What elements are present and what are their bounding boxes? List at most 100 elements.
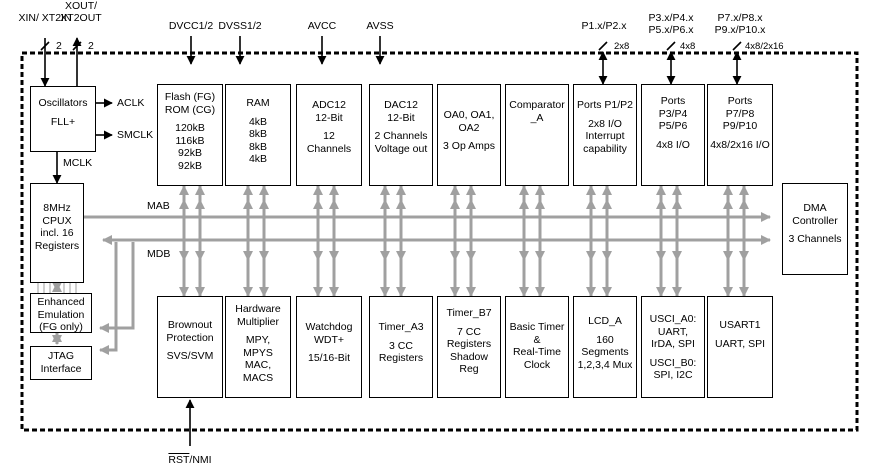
p7-label: P7.x/P8.x P9.x/P10.x (715, 12, 766, 36)
cpu-block-text: Registers (34, 239, 80, 252)
p3-label-line: P3.x/P4.x (648, 12, 694, 24)
ports-p1-p2-block-text: Ports P1/P2 (576, 99, 634, 111)
xout-label: XOUT/ XT2OUT (60, 0, 101, 24)
usci-block-text: USCI_A0: (649, 313, 697, 325)
cpu-block-text: 8MHz (43, 202, 71, 214)
watchdog-block-text: WDT+ (313, 333, 345, 346)
xout-width: 2 (88, 40, 94, 52)
op-amps-block-text: OA2 (458, 121, 480, 134)
ram-block-text: 4kB (248, 153, 268, 165)
brownout-block-text: SVS/SVM (166, 350, 214, 362)
basic-timer-block-text: Clock (523, 358, 551, 371)
dac12-block-text: Voltage out (374, 142, 428, 155)
usci-block-text: SPI, I2C (653, 369, 693, 381)
xin-label-line: XIN/ (18, 12, 39, 24)
ports-p7-p10-block-text: Ports (727, 95, 753, 107)
flash-block-text: Flash (FG) (164, 91, 216, 103)
ports-p3-p6-block-text: P5/P6 (658, 120, 688, 132)
multiplier-block-text: Multiplier (236, 315, 279, 328)
flash-block-text: 120kB (175, 122, 205, 134)
p1-label: P1.x/P2.x (581, 20, 627, 32)
multiplier-block-text: MPY, (245, 334, 271, 346)
emulation-block-text: (FG only) (39, 321, 83, 333)
oscillators-block-text: FLL+ (50, 115, 76, 128)
xin-label: XIN/ XT2IN (18, 12, 71, 24)
ports-p7-p10-block-text: P9/P10 (722, 120, 758, 132)
adc12-block-text: Channels (306, 142, 352, 155)
timer-b7-block-text: 7 CC (457, 325, 481, 338)
op-amps-block-text: 3 Op Amps (443, 140, 495, 152)
adc12-block-text: 12-Bit (315, 111, 343, 124)
timer-a3-block-text: 3 CC (389, 339, 413, 352)
multiplier-block-text: MACS (242, 371, 274, 384)
smclk-label: SMCLK (117, 129, 154, 141)
timer-a3-block-text: Registers (378, 352, 424, 364)
multiplier-block-text: Hardware (235, 303, 281, 315)
ports-p1-p2-block-text: capability (583, 142, 627, 155)
p7-label-line: P7.x/P8.x (717, 12, 763, 24)
ports-p1-p2-block-text: 2x8 I/O (588, 117, 622, 130)
comparator-block-text: Comparator (509, 99, 565, 111)
mclk-label: MCLK (63, 157, 93, 169)
p7-width: 4x8/2x16 (745, 41, 784, 52)
rst-nmi-label: RST/NMI (168, 454, 211, 466)
emulation-connector (37, 283, 77, 293)
watchdog-block-text: Watchdog (305, 321, 353, 333)
basic-timer-block-text: Real-Time (512, 346, 562, 358)
mab-label: MAB (147, 200, 170, 212)
mdb-jtag-link (99, 242, 118, 355)
flash-block-text: 116kB (175, 134, 205, 147)
multiplier-block-text: MPYS (243, 346, 273, 359)
ram-block-text: 8kB (248, 128, 268, 140)
mdb-label: MDB (147, 248, 171, 260)
usart-block-text: UART, SPI (715, 337, 765, 350)
flash-block-text: ROM (CG) (164, 103, 216, 116)
lcd-block-text: Segments (581, 346, 629, 358)
usci-block: USCI_A0:UART,IrDA, SPI USCI_B0:SPI, I2C (641, 296, 705, 398)
avcc-label: AVCC (307, 20, 337, 32)
usci-block-text: USCI_B0: (649, 356, 697, 369)
dvss-label: DVSS1/2 (218, 20, 262, 32)
brownout-block-text: Brownout (167, 319, 213, 331)
dac12-block-text: 12-Bit (387, 111, 415, 124)
usci-block-text: IrDA, SPI (651, 338, 695, 350)
basic-timer-block-text: Basic Timer (509, 321, 565, 333)
lcd-block-text: 1,2,3,4 Mux (577, 358, 633, 371)
mdb-emulation-link (99, 242, 135, 333)
flash-block-text: 92kB (178, 159, 202, 172)
bus-lines (52, 185, 771, 355)
ports-p7-p10-block-text: P7/P8 (725, 107, 755, 120)
timer-b7-block-text: Shadow (450, 350, 488, 363)
avss-label: AVSS (366, 20, 394, 32)
lcd-block-text: 160 (596, 333, 614, 346)
watchdog-block-text: 15/16-Bit (307, 352, 351, 364)
usci-block-text: UART, (657, 325, 689, 338)
xout-label-line: XOUT/ (64, 0, 98, 12)
jtag-block-text: Interface (40, 362, 82, 375)
dma-controller-block-text: Controller (792, 214, 838, 227)
multiplier-block-text: MAC, (244, 359, 272, 371)
p3-label: P3.x/P4.x P5.x/P6.x (649, 12, 694, 36)
ram-block-text: RAM (246, 97, 270, 109)
dma-controller-block-text: DMA (803, 202, 827, 214)
comparator-block: Comparator_A (505, 84, 569, 186)
dac12-block-text: DAC12 (384, 99, 418, 111)
ports-p7-p10-block-text: 4x8/2x16 I/O (710, 138, 770, 151)
cpu-block-text: CPUX (42, 214, 72, 227)
ports-p3-p6-block-text: 4x8 I/O (656, 138, 690, 151)
ports-p3-p6-block-text: Ports (660, 95, 686, 107)
basic-timer-block-text: & (533, 333, 541, 346)
